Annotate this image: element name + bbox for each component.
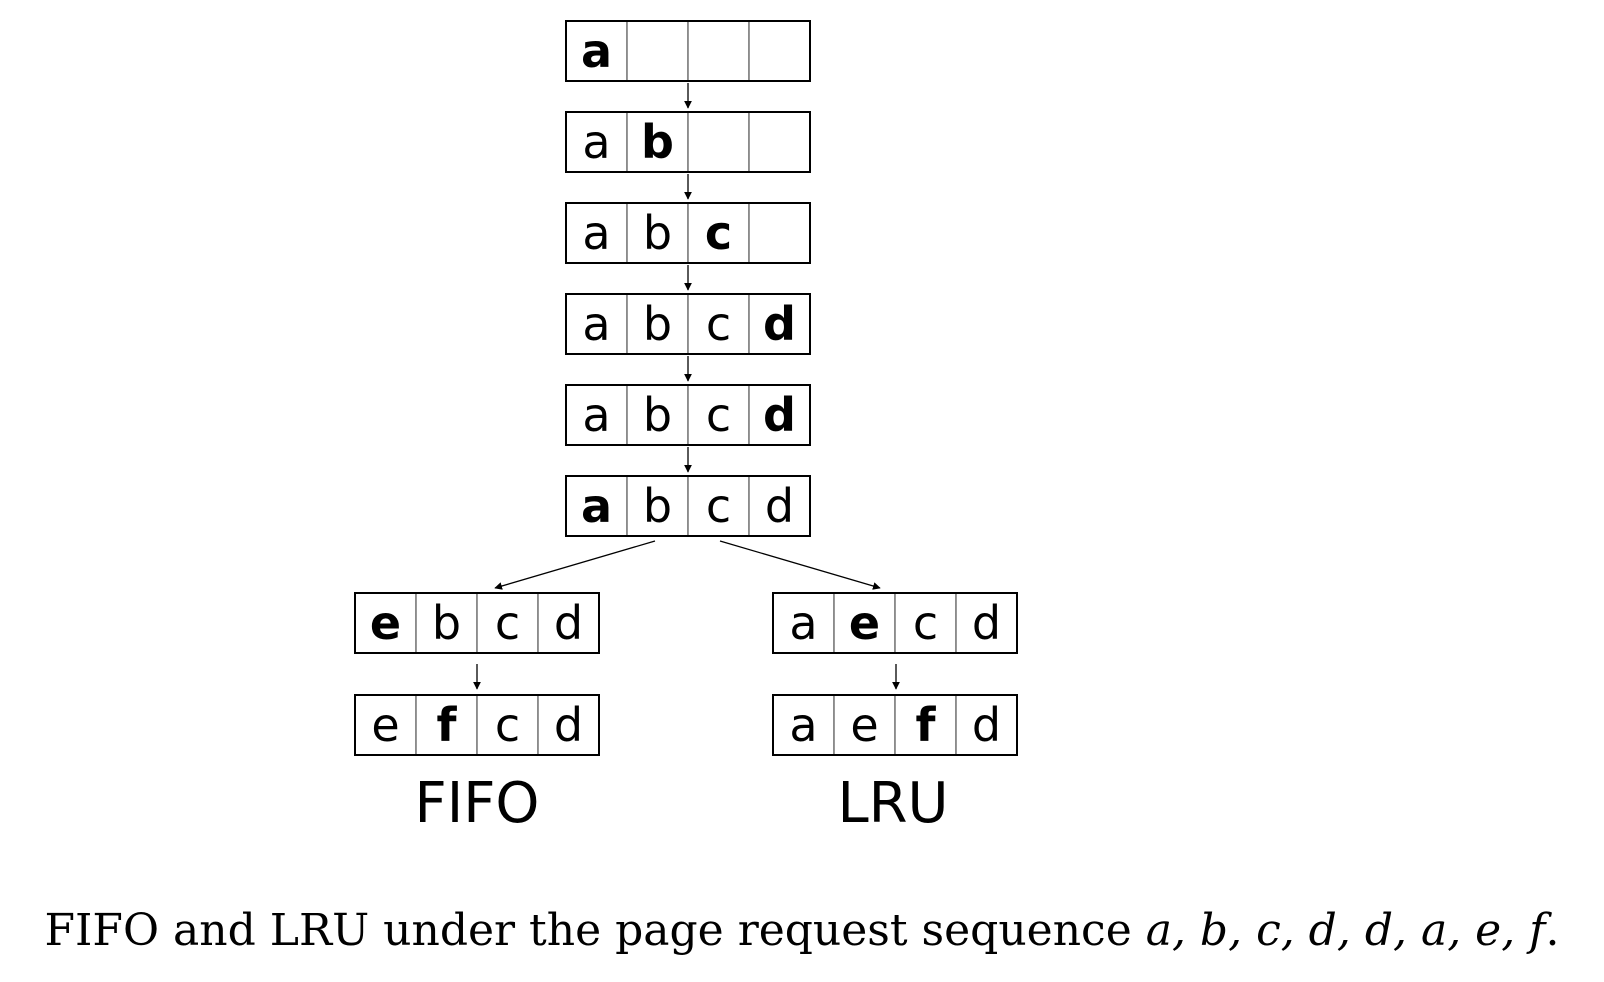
lru-label: LRU: [837, 771, 948, 836]
cell-page-label: c: [706, 297, 731, 351]
cell-page-label: c: [705, 206, 732, 260]
memory-cell: [748, 111, 811, 173]
memory-row-outline: [354, 592, 600, 654]
memory-cell: [894, 592, 957, 654]
cell-page-label: b: [643, 206, 672, 260]
cell-page-label: b: [432, 596, 461, 650]
memory-cell: [415, 694, 478, 756]
memory-cell: [626, 475, 689, 537]
cell-page-label: d: [763, 297, 796, 351]
caption-prefix: FIFO and LRU under the page request sequ…: [44, 905, 1146, 956]
transition-arrow: [719, 540, 881, 590]
cell-page-label: c: [495, 698, 520, 752]
cell-page-label: a: [581, 479, 612, 533]
memory-row-outline: [565, 384, 811, 446]
memory-cell: [687, 111, 750, 173]
memory-row-step-1: a: [565, 20, 811, 82]
memory-cell: [748, 384, 811, 446]
cell-page-label: d: [972, 698, 1001, 752]
memory-row-outline: [772, 592, 1018, 654]
caption-suffix: .: [1545, 905, 1560, 956]
cell-page-label: d: [763, 388, 796, 442]
cell-page-label: e: [850, 698, 878, 752]
memory-row-outline: [565, 111, 811, 173]
memory-cell: [626, 384, 689, 446]
memory-row-outline: [772, 694, 1018, 756]
memory-cell: [476, 694, 539, 756]
memory-cell: [687, 20, 750, 82]
memory-cell: [687, 384, 750, 446]
memory-cell: [565, 20, 628, 82]
cell-page-label: e: [849, 596, 880, 650]
memory-cell: [415, 592, 478, 654]
memory-row-outline: [565, 202, 811, 264]
memory-cell: [687, 202, 750, 264]
cell-page-label: a: [582, 206, 610, 260]
memory-cell: [565, 111, 628, 173]
memory-row-outline: [565, 20, 811, 82]
cell-page-label: b: [643, 388, 672, 442]
fifo-label: FIFO: [414, 771, 539, 836]
memory-cell: [565, 202, 628, 264]
cell-page-label: d: [554, 698, 583, 752]
memory-cell: [626, 20, 689, 82]
cell-page-label: c: [495, 596, 520, 650]
cell-page-label: d: [972, 596, 1001, 650]
cell-page-label: a: [581, 24, 612, 78]
cell-page-label: b: [641, 115, 674, 169]
cell-page-label: a: [582, 388, 610, 442]
cell-page-label: a: [582, 297, 610, 351]
transition-arrows: [473, 83, 900, 690]
memory-cell: [748, 202, 811, 264]
cell-page-label: b: [643, 479, 672, 533]
transition-arrow: [494, 540, 656, 590]
cell-page-label: d: [554, 596, 583, 650]
memory-cell: [748, 20, 811, 82]
memory-row-outline: [565, 475, 811, 537]
cell-page-label: a: [789, 698, 817, 752]
memory-cell: [626, 202, 689, 264]
cell-page-label: f: [915, 698, 936, 752]
cell-page-label: b: [643, 297, 672, 351]
memory-cell: [833, 694, 896, 756]
cell-page-label: d: [765, 479, 794, 533]
cell-page-label: c: [913, 596, 938, 650]
cell-page-label: f: [436, 698, 457, 752]
cell-page-label: e: [370, 596, 401, 650]
caption-sequence: a, b, c, d, d, a, e, f: [1145, 905, 1546, 956]
figure-caption: FIFO and LRU under the page request sequ…: [0, 905, 1604, 956]
memory-row-outline: [565, 293, 811, 355]
memory-cell: [687, 475, 750, 537]
memory-row-outline: [354, 694, 600, 756]
cell-page-label: c: [706, 388, 731, 442]
cell-page-label: a: [582, 115, 610, 169]
memory-cell: [894, 694, 957, 756]
cell-page-label: c: [706, 479, 731, 533]
cell-page-label: a: [789, 596, 817, 650]
memory-cell: [537, 694, 600, 756]
memory-cell: [687, 293, 750, 355]
memory-cell: [354, 592, 417, 654]
cell-page-label: e: [371, 698, 399, 752]
